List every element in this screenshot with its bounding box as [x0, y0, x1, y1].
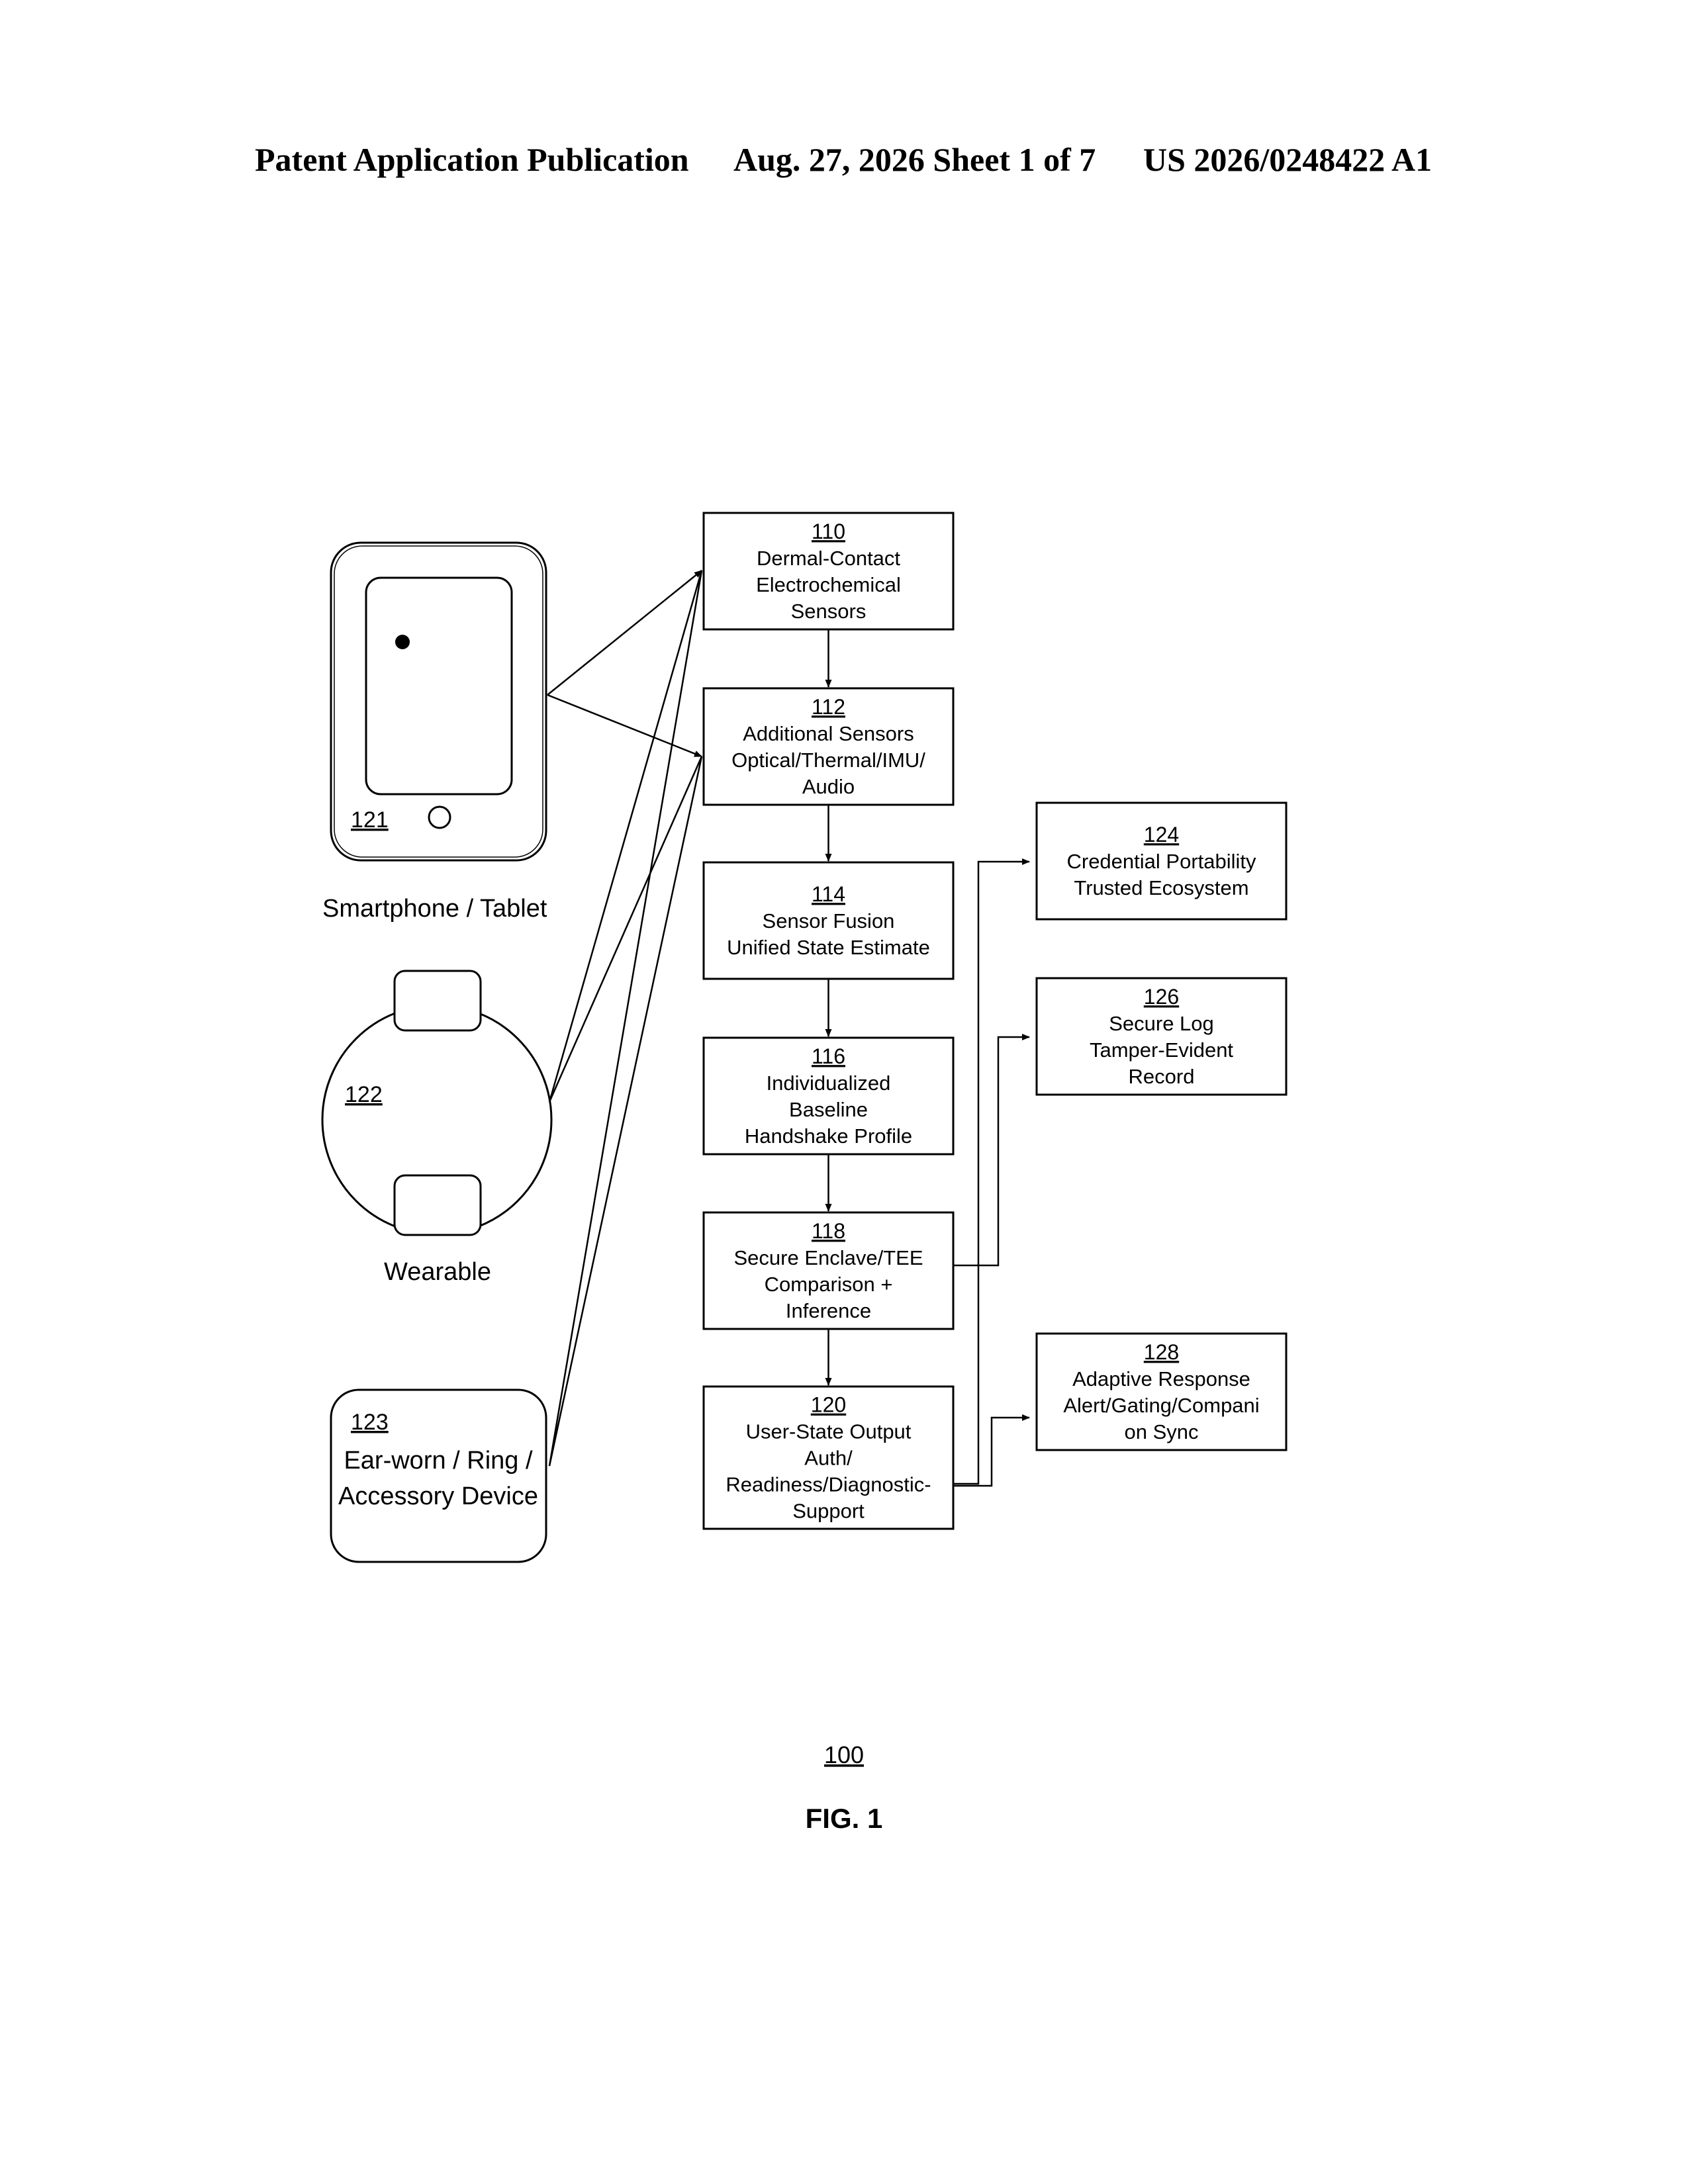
block-124: 124Credential PortabilityTrusted Ecosyst…: [1037, 803, 1286, 919]
block-114-label-line: Unified State Estimate: [727, 936, 930, 959]
block-116-label-line: Baseline: [789, 1098, 868, 1121]
accessory-label-line2: Accessory Device: [338, 1482, 538, 1510]
block-128: 128Adaptive ResponseAlert/Gating/Compani…: [1037, 1334, 1286, 1450]
phone-screen: [366, 578, 512, 794]
wearable-device: 122: [322, 971, 551, 1235]
block-112-ref-number: 112: [812, 695, 845, 719]
block-118-label-line: Secure Enclave/TEE: [733, 1246, 923, 1269]
block-128-label-line: Adaptive Response: [1072, 1367, 1250, 1390]
wearable-strap-bottom: [395, 1175, 481, 1235]
block-124-label-line: Credential Portability: [1066, 850, 1256, 873]
block-116-label-line: Handshake Profile: [745, 1124, 912, 1148]
block-114: 114Sensor FusionUnified State Estimate: [704, 862, 953, 979]
processing-flow: 110Dermal-ContactElectrochemicalSensors1…: [704, 513, 953, 1529]
device-connector-lines: [547, 570, 702, 1466]
block-126-label-line: Tamper-Evident: [1090, 1038, 1233, 1062]
block-116: 116IndividualizedBaselineHandshake Profi…: [704, 1038, 953, 1154]
block-110: 110Dermal-ContactElectrochemicalSensors: [704, 513, 953, 629]
block-110-label-line: Electrochemical: [756, 573, 901, 596]
block-110-ref-number: 110: [812, 520, 845, 543]
wearable-label: Wearable: [384, 1258, 491, 1286]
block-124-label-line: Trusted Ecosystem: [1074, 876, 1248, 899]
block-112: 112Additional SensorsOptical/Thermal/IMU…: [704, 688, 953, 805]
block-118-label-line: Inference: [786, 1299, 871, 1322]
phone-ref-number: 121: [351, 807, 389, 833]
connector-accessory-112: [549, 756, 702, 1466]
figure-caption: FIG. 1: [806, 1803, 883, 1834]
connector-wearable-112: [549, 756, 702, 1102]
block-112-label-line: Audio: [802, 775, 855, 798]
connector-phone-110: [547, 570, 702, 695]
block-110-label-line: Dermal-Contact: [757, 547, 900, 570]
block-112-label-line: Additional Sensors: [743, 722, 914, 745]
connector-120-to-128: [953, 1418, 1029, 1486]
connector-118-to-126: [953, 1037, 1029, 1265]
phone-label: Smartphone / Tablet: [322, 895, 547, 923]
block-120-label-line: User-State Output: [746, 1420, 912, 1443]
accessory-device: 123 Ear-worn / Ring / Accessory Device: [331, 1390, 546, 1562]
block-120-ref-number: 120: [811, 1393, 846, 1417]
wearable-ref-number: 122: [345, 1082, 383, 1107]
block-110-label-line: Sensors: [791, 600, 867, 623]
block-126-label-line: Record: [1129, 1065, 1195, 1088]
output-branch-connectors: [953, 862, 1029, 1486]
figure-ref-number: 100: [824, 1741, 864, 1768]
block-120-label-line: Readiness/Diagnostic-: [726, 1473, 931, 1496]
block-120: 120User-State OutputAuth/Readiness/Diagn…: [704, 1387, 953, 1529]
block-114-label-line: Sensor Fusion: [763, 909, 895, 933]
home-button-icon: [429, 807, 450, 828]
block-128-label-line: on Sync: [1124, 1420, 1198, 1443]
output-blocks: 124Credential PortabilityTrusted Ecosyst…: [1037, 803, 1286, 1450]
wearable-strap-top: [395, 971, 481, 1030]
block-120-label-line: Support: [792, 1500, 865, 1523]
block-128-ref-number: 128: [1144, 1340, 1179, 1364]
block-126-label-line: Secure Log: [1109, 1012, 1214, 1035]
camera-dot-icon: [395, 635, 410, 649]
block-118-ref-number: 118: [812, 1219, 845, 1243]
block-116-ref-number: 116: [812, 1044, 845, 1068]
block-112-label-line: Optical/Thermal/IMU/: [731, 749, 925, 772]
block-120-label-line: Auth/: [804, 1447, 853, 1470]
block-114-ref-number: 114: [812, 882, 845, 906]
smartphone-tablet-device: 121: [331, 543, 546, 860]
block-124-ref-number: 124: [1144, 823, 1179, 846]
accessory-ref-number: 123: [351, 1410, 389, 1435]
block-128-label-line: Alert/Gating/Compani: [1063, 1394, 1259, 1417]
block-126-ref-number: 126: [1144, 985, 1179, 1009]
connector-120-to-124: [953, 862, 1029, 1484]
accessory-label-line1: Ear-worn / Ring /: [344, 1447, 533, 1475]
block-118-label-line: Comparison +: [765, 1273, 893, 1296]
block-116-label-line: Individualized: [767, 1071, 891, 1095]
block-126: 126Secure LogTamper-EvidentRecord: [1037, 978, 1286, 1095]
block-118: 118Secure Enclave/TEE Comparison + Inferen…: [704, 1212, 953, 1329]
